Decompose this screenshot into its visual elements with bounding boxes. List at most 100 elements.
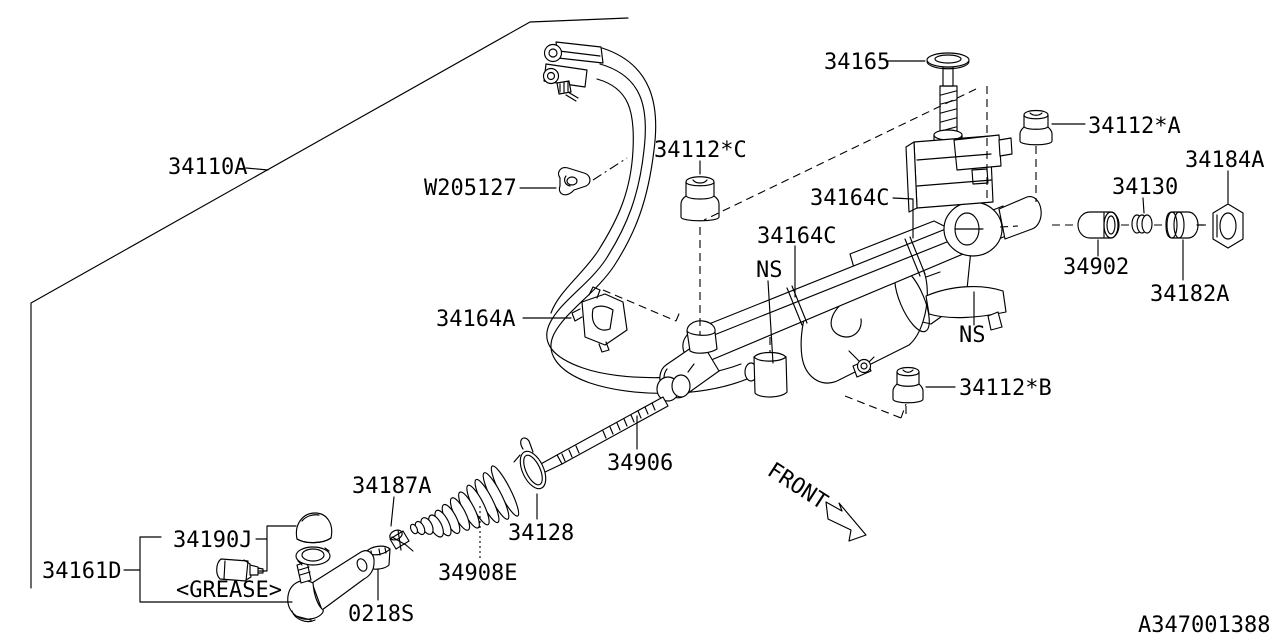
shaft-stem <box>942 66 954 87</box>
part-label-34164c-1: 34164C <box>810 186 889 211</box>
plug-body <box>1077 211 1120 239</box>
union-eye-inner <box>860 362 868 370</box>
hose-mid-line <box>546 63 742 379</box>
banjo-eye-inner <box>548 48 558 58</box>
bracket-34164a <box>571 286 628 353</box>
part-label-34128: 34128 <box>508 521 574 546</box>
spring-coil <box>1141 214 1153 234</box>
hose-outer-line <box>550 47 748 394</box>
clamp-slit <box>564 175 571 187</box>
sensor-box <box>953 134 1002 171</box>
clamp-w205127 <box>558 167 591 196</box>
boot-tip <box>409 523 419 535</box>
seat-ticks <box>297 547 330 566</box>
pinion-boss <box>943 196 1042 257</box>
valve-flange <box>905 141 918 213</box>
nut-hole <box>1219 212 1237 240</box>
inner-socket-ball <box>671 374 691 398</box>
cap-ring2 <box>1173 211 1185 239</box>
part-label-34164a: 34164A <box>436 307 515 332</box>
spring-34130 <box>1131 214 1153 234</box>
front-arrow-icon <box>825 501 867 542</box>
bracket-outer <box>581 293 628 346</box>
grommet-body <box>892 366 924 404</box>
mount-bracket-ns <box>925 286 1007 331</box>
socket-link <box>687 363 695 373</box>
grommet-detail <box>1023 112 1049 130</box>
grommet-detail <box>896 369 920 387</box>
ball-stud-threads <box>298 566 311 576</box>
part-label-w205127: W205127 <box>424 176 517 201</box>
part-label-34190j: 34190J <box>173 528 252 553</box>
union-stem <box>848 350 875 363</box>
part-label-34908e: 34908E <box>438 561 517 586</box>
arm-hole <box>356 558 368 572</box>
clamp-hole <box>566 176 578 186</box>
front-direction-label: FRONT <box>763 458 832 515</box>
cap-ring <box>1166 211 1178 239</box>
diagram-code-label: A347001388 <box>1138 613 1270 638</box>
dust-cap-lip <box>926 61 970 70</box>
part-label-34112b: 34112*B <box>959 376 1052 401</box>
part-label-34906: 34906 <box>607 451 673 476</box>
sensor-connector <box>998 137 1013 157</box>
part-label-34130: 34130 <box>1112 175 1178 200</box>
cap-body <box>1165 211 1199 239</box>
dust-cover-34190j <box>295 512 333 544</box>
part-label-34165: 34165 <box>824 50 890 75</box>
bracket-u-cut <box>591 305 614 331</box>
fitting-spline-ticks <box>559 81 579 102</box>
part-label-34112c: 34112*C <box>654 138 747 163</box>
dust-cap-inner <box>934 54 962 64</box>
valve-assembly <box>905 52 1013 213</box>
grommet-34112b <box>892 366 924 404</box>
plug-face-inner <box>1106 215 1116 235</box>
part-label-0218s: 0218S <box>348 602 414 627</box>
washer-ring <box>389 529 403 541</box>
plug-34902 <box>1077 211 1120 239</box>
part-label-ns-2: NS <box>959 323 986 348</box>
hose-inner-line <box>550 78 634 314</box>
dust-cover-base <box>296 514 332 544</box>
bracket-tabs <box>571 286 610 353</box>
mount-boss <box>686 320 718 354</box>
tie-rod-end <box>287 512 375 623</box>
mount-bushing <box>753 351 788 398</box>
labels-layer: 34110A W205127 34112*C 34165 34112*A 341… <box>42 50 1270 638</box>
hose-fitting-detail <box>558 50 601 57</box>
grease-note-label: <GREASE> <box>176 578 282 603</box>
part-label-34161d: 34161D <box>42 559 121 584</box>
boot-34908e <box>409 465 520 538</box>
dashed-reference-lines <box>602 86 1209 419</box>
tie-rod-34906 <box>538 363 695 474</box>
clamp-ring-outer <box>519 450 547 490</box>
bracket-arm <box>925 286 1007 319</box>
side-boss <box>998 196 1042 240</box>
banjo-eye-icon <box>543 43 563 63</box>
ball-housing-cap <box>291 610 316 623</box>
grommet-detail <box>685 179 715 200</box>
grease-nozzle <box>249 564 264 576</box>
bracket-lines <box>139 525 297 603</box>
banjo-eye2-icon <box>542 67 560 85</box>
part-label-34164c-2: 34164C <box>757 224 836 249</box>
hose-assembly <box>542 41 758 394</box>
mount-boss-top <box>686 330 716 336</box>
callout-boundary <box>30 17 629 589</box>
cap-34182a <box>1165 211 1205 239</box>
clamp-34128 <box>513 437 547 490</box>
bracket-foot <box>987 311 1003 331</box>
ball-housing <box>287 580 324 620</box>
washer-cross <box>391 529 414 552</box>
part-label-ns-1: NS <box>756 258 783 283</box>
stud-seat-ring <box>295 546 331 566</box>
clamp-band-34164c-1 <box>904 236 926 277</box>
valve-body-lines <box>916 153 993 187</box>
part-label-34182a: 34182A <box>1150 282 1229 307</box>
tie-rod-end-arm <box>311 550 375 611</box>
leader-lines <box>123 60 1229 601</box>
part-label-34902: 34902 <box>1063 255 1129 280</box>
part-label-34110a: 34110A <box>168 155 247 180</box>
part-label-34187a: 34187A <box>352 474 431 499</box>
